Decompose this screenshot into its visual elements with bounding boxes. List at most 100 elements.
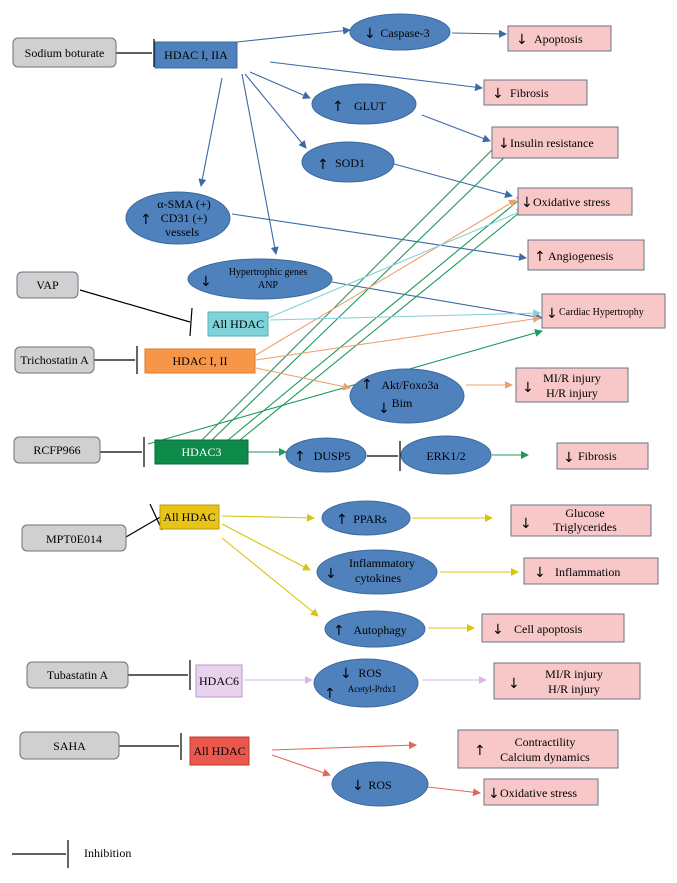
- effect-apoptosis: ↓ Apoptosis: [507, 25, 612, 52]
- up-arrow-icon: ↑: [474, 743, 486, 759]
- down-arrow-icon: ↓: [378, 401, 390, 417]
- node-ros: ↓ ROS: [331, 761, 429, 807]
- legend-inhibition: Inhibition: [12, 840, 131, 868]
- hdac-label: HDAC I, II: [173, 354, 228, 368]
- down-arrow-icon: ↓: [563, 450, 575, 466]
- hdac-label: HDAC6: [199, 674, 239, 688]
- effect-insulin-resistance: ↓ Insulin resistance: [491, 126, 619, 159]
- drug-label: Sodium boturate: [25, 46, 105, 60]
- drug-label: Tubastatin A: [47, 668, 109, 682]
- effect-label: Angiogenesis: [548, 249, 614, 263]
- effect-glucose-triglycerides: ↓ Glucose Triglycerides: [510, 504, 652, 537]
- green-arrows: [147, 141, 543, 459]
- all-hdac-vap-box: All HDAC: [207, 311, 269, 337]
- down-arrow-icon: ↓: [522, 380, 534, 396]
- down-arrow-icon: ↓: [488, 786, 500, 802]
- up-arrow-icon: ↑: [336, 512, 348, 528]
- node-label: Akt/Foxo3a: [381, 378, 439, 392]
- down-arrow-icon: ↓: [340, 666, 352, 682]
- down-arrow-icon: ↓: [492, 622, 504, 638]
- effect-label: Inflammation: [555, 565, 620, 579]
- effect-label: Contractility: [515, 735, 576, 749]
- node-label: Autophagy: [353, 623, 406, 637]
- node-label: α-SMA (+): [157, 197, 210, 211]
- node-label: ANP: [258, 280, 278, 291]
- effect-label: MI/R injury: [545, 667, 603, 681]
- drug-label: MPT0E014: [46, 532, 102, 546]
- cyan-arrows: [267, 209, 541, 321]
- up-arrow-icon: ↑: [324, 686, 336, 702]
- node-label: ROS: [368, 778, 391, 792]
- up-arrow-icon: ↑: [333, 623, 345, 639]
- node-ppars: ↑ PPARs: [321, 500, 411, 536]
- effect-mir-injury-2: ↓ MI/R injury H/R injury: [493, 662, 641, 700]
- effect-label: Cardiac Hypertrophy: [559, 307, 644, 318]
- down-arrow-icon: ↓: [325, 566, 337, 582]
- effect-fibrosis-2: ↓ Fibrosis: [556, 442, 649, 470]
- hdac-label: HDAC3: [181, 445, 221, 459]
- node-label: DUSP5: [314, 449, 351, 463]
- effect-contractility: ↑ Contractility Calcium dynamics: [457, 729, 619, 769]
- node-akt-foxo3a: ↑ ↓ Akt/Foxo3a Bim: [349, 368, 465, 424]
- down-arrow-icon: ↓: [516, 32, 528, 48]
- node-erk: ERK1/2: [400, 435, 492, 475]
- effect-label: Oxidative stress: [533, 195, 610, 209]
- hdac-label: All HDAC: [193, 744, 245, 758]
- hdac-label: All HDAC: [212, 317, 264, 331]
- effect-label: Apoptosis: [534, 32, 583, 46]
- up-arrow-icon: ↑: [361, 377, 373, 393]
- effect-label: Insulin resistance: [510, 136, 594, 150]
- hdac-label: HDAC I, IIA: [164, 48, 228, 62]
- node-sma-vessels: ↑ α-SMA (+) CD31 (+) vessels: [125, 191, 231, 245]
- node-label: SOD1: [335, 156, 365, 170]
- drug-label: SAHA: [53, 739, 86, 753]
- down-arrow-icon: ↓: [508, 676, 520, 692]
- drug-label: VAP: [36, 278, 59, 292]
- effect-oxidative-stress-2: ↓ Oxidative stress: [483, 778, 599, 806]
- down-arrow-icon: ↓: [364, 26, 376, 42]
- up-arrow-icon: ↑: [534, 249, 546, 265]
- node-dusp5: ↑ DUSP5: [285, 437, 367, 473]
- hdac-1-2a-box: HDAC I, IIA: [154, 41, 238, 69]
- drug-trichostatin-a: Trichostatin A: [14, 346, 95, 374]
- drug-label: Trichostatin A: [20, 353, 89, 367]
- drug-label: RCFP966: [33, 443, 80, 457]
- node-label: Caspase-3: [380, 26, 429, 40]
- down-arrow-icon: ↓: [492, 86, 504, 102]
- inhibition-lines: [79, 39, 401, 760]
- node-label: Inflammatory: [349, 556, 415, 570]
- node-label: ERK1/2: [426, 449, 465, 463]
- up-arrow-icon: ↑: [294, 449, 306, 465]
- node-label: ROS: [358, 666, 381, 680]
- orange-arrows: [255, 199, 541, 391]
- drug-sodium-butyrate: Sodium boturate: [12, 37, 117, 68]
- node-label: vessels: [165, 225, 199, 239]
- hdac-label: All HDAC: [163, 510, 215, 524]
- node-label: Acetyl-Prdx1: [348, 684, 397, 694]
- effect-inflammation: ↓ Inflammation: [523, 557, 659, 585]
- node-label: PPARs: [353, 512, 387, 526]
- node-label: CD31 (+): [161, 211, 207, 225]
- node-inflammatory-cytokines: ↓ Inflammatory cytokines: [316, 549, 438, 595]
- down-arrow-icon: ↓: [200, 274, 212, 290]
- hdac3-box: HDAC3: [154, 439, 249, 465]
- up-arrow-icon: ↑: [317, 157, 329, 173]
- node-ros-acetyl-prdx1: ↓ ↑ ROS Acetyl-Prdx1: [313, 658, 419, 708]
- down-arrow-icon: ↓: [521, 195, 533, 211]
- effect-label: Oxidative stress: [500, 786, 577, 800]
- drug-rcfp966: RCFP966: [13, 436, 101, 464]
- node-caspase3: ↓ Caspase-3: [349, 13, 451, 51]
- effect-label: H/R injury: [548, 682, 600, 696]
- up-arrow-icon: ↑: [332, 99, 344, 115]
- drug-mpt0e014: MPT0E014: [21, 524, 127, 552]
- effect-label: Fibrosis: [578, 449, 617, 463]
- drug-saha: SAHA: [19, 731, 120, 760]
- node-hypertrophic-genes: ↓ Hypertrophic genes ANP: [187, 258, 333, 300]
- effect-label: MI/R injury: [543, 371, 601, 385]
- down-arrow-icon: ↓: [520, 516, 532, 532]
- effect-cardiac-hypertrophy: ↓ Cardiac Hypertrophy: [541, 293, 666, 329]
- hdac6-box: HDAC6: [195, 664, 243, 698]
- down-arrow-icon: ↓: [498, 136, 510, 152]
- yellow-arrows: [221, 513, 519, 632]
